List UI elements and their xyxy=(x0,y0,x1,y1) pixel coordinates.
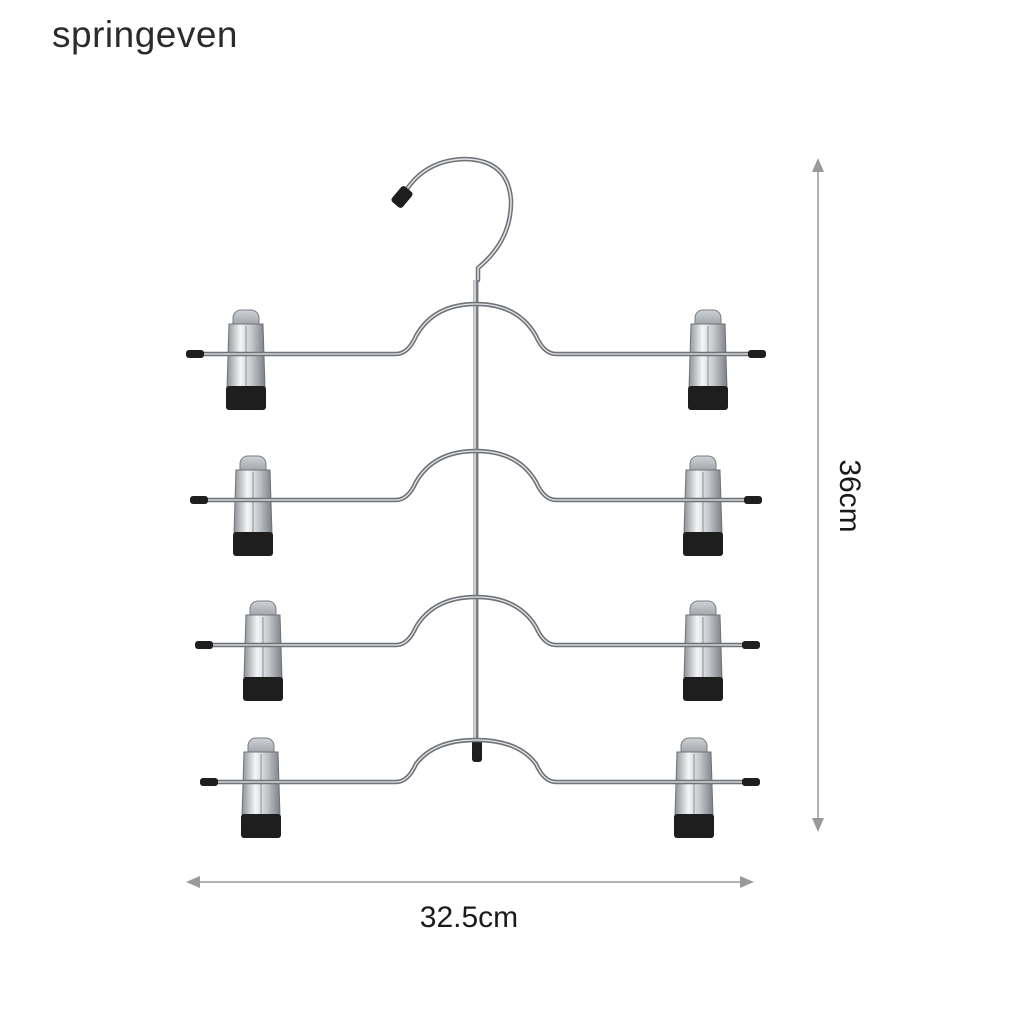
tier-end-cap-left xyxy=(200,778,218,786)
width-dimension: 32.5cm xyxy=(186,876,754,934)
tier-end-cap-right xyxy=(742,778,760,786)
tier-end-cap-right xyxy=(742,641,760,649)
hanger-tier-1 xyxy=(186,301,766,358)
clip-rubber-pad xyxy=(243,677,283,701)
hanger-tier-4 xyxy=(200,737,760,786)
hook-tip-cap xyxy=(391,186,413,208)
height-dimension: 36cm xyxy=(812,158,866,832)
width-arrow-left xyxy=(186,876,200,888)
tier-bar-highlight xyxy=(202,450,750,501)
tier-bar-highlight xyxy=(212,739,748,783)
tier-end-cap-left xyxy=(190,496,208,504)
clip-rubber-pad xyxy=(688,386,728,410)
clip-left-tier-1 xyxy=(226,309,266,410)
height-arrow-bottom xyxy=(812,818,824,832)
tier-end-cap-left xyxy=(195,641,213,649)
clip-left-tier-2 xyxy=(233,455,273,556)
clip-rubber-pad xyxy=(683,677,723,701)
clip-right-tier-4 xyxy=(674,737,714,838)
hanger-tiers xyxy=(186,301,766,838)
clip-rubber-pad xyxy=(226,386,266,410)
clip-right-tier-2 xyxy=(683,455,723,556)
clip-rubber-pad xyxy=(674,814,714,838)
clip-right-tier-1 xyxy=(688,309,728,410)
tier-end-cap-right xyxy=(748,350,766,358)
hanger-tier-3 xyxy=(195,594,760,649)
tier-end-cap-right xyxy=(744,496,762,504)
clip-left-tier-3 xyxy=(243,600,283,701)
clip-rubber-pad xyxy=(233,532,273,556)
height-arrow-top xyxy=(812,158,824,172)
tier-bar-highlight xyxy=(207,596,748,646)
clip-right-tier-3 xyxy=(683,600,723,701)
height-label: 36cm xyxy=(833,459,866,532)
width-arrow-right xyxy=(740,876,754,888)
hanger-tier-2 xyxy=(190,448,762,504)
tier-end-cap-left xyxy=(186,350,204,358)
brand-watermark: springeven xyxy=(52,14,239,55)
rod-end-cap xyxy=(472,738,482,762)
clip-rubber-pad xyxy=(241,814,281,838)
central-rod xyxy=(472,280,482,762)
clip-left-tier-4 xyxy=(241,737,281,838)
tier-bar-highlight xyxy=(198,303,754,355)
width-label: 32.5cm xyxy=(420,901,518,934)
clip-rubber-pad xyxy=(683,532,723,556)
hook xyxy=(391,156,514,283)
